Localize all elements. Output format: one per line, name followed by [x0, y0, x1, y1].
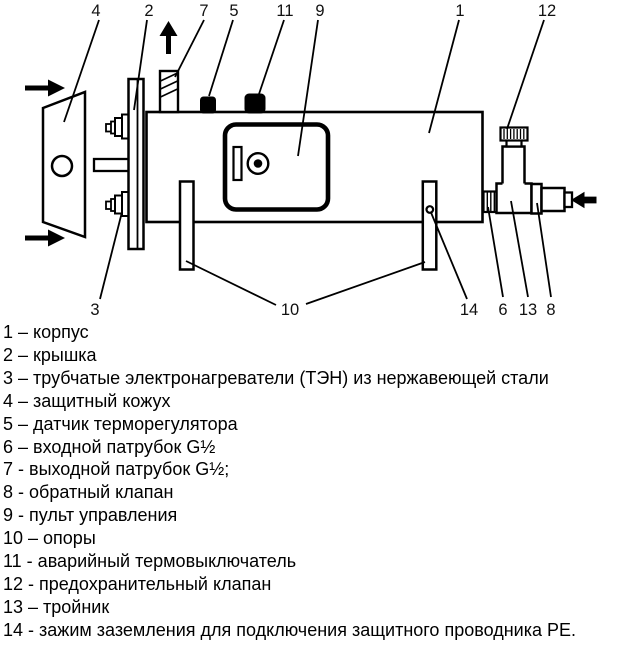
legend-item-12: 12 - предохранительный клапан [3, 573, 272, 594]
legend-item-2: 2 – крышка [3, 344, 97, 365]
thermal-cutout [244, 93, 266, 114]
callout-label-8: 8 [546, 301, 555, 319]
callout-label-9: 9 [315, 2, 324, 20]
cover-hole [50, 154, 74, 178]
control-panel [222, 122, 331, 212]
ground-clamp [425, 205, 435, 214]
panel-knob-dot [253, 159, 263, 168]
callout-lines [63, 19, 552, 306]
outlet-up-arrow-icon [159, 21, 178, 54]
outlet-pipe [158, 69, 180, 114]
heater-diagram: 4 2 7 5 11 9 1 12 3 10 14 6 13 8 [25, 2, 597, 319]
heater-tube-stub [92, 157, 132, 173]
callout-label-14: 14 [460, 301, 478, 319]
callout-label-2: 2 [144, 2, 153, 20]
support-left [178, 180, 195, 271]
flow-inlet-arrow-icon [571, 191, 597, 209]
callout-labels: 4 2 7 5 11 9 1 12 3 10 14 6 13 8 [90, 2, 556, 319]
callout-label-13: 13 [519, 301, 537, 319]
flow-in-top-arrow-icon [25, 79, 65, 97]
callout-label-12: 12 [538, 2, 556, 20]
legend-item-1: 1 – корпус [3, 322, 89, 342]
legend-item-9: 9 - пульт управления [3, 505, 178, 526]
check-valve [530, 182, 574, 215]
protective-cover [41, 90, 87, 239]
callout-label-11: 11 [276, 2, 293, 20]
callout-label-1: 1 [455, 2, 464, 20]
legend-item-13: 13 – тройник [3, 596, 110, 617]
heater-terminal-bottom [105, 191, 130, 217]
support-right [421, 180, 438, 271]
flow-in-bottom-arrow-icon [25, 229, 65, 247]
legend: 1 – корпус 2 – крышка 3 – трубчатые элек… [3, 321, 628, 642]
callout-label-6: 6 [498, 301, 507, 319]
legend-item-4: 4 – защитный кожух [3, 390, 171, 411]
legend-item-6: 6 – входной патрубок G½ [3, 436, 216, 457]
inlet-pipe [482, 190, 498, 214]
heater-terminal-top [105, 113, 130, 140]
tee-fitting [495, 182, 533, 215]
callout-label-3: 3 [90, 301, 99, 319]
callout-label-5: 5 [229, 2, 238, 20]
callout-label-7: 7 [199, 2, 208, 20]
cover-plate [127, 77, 145, 251]
legend-item-14: 14 - зажим заземления для подключения за… [3, 619, 576, 640]
legend-item-5: 5 – датчик терморегулятора [3, 413, 238, 434]
callout-label-10: 10 [281, 301, 299, 319]
legend-item-11: 11 - аварийный термовыключатель [3, 551, 297, 572]
legend-item-10: 10 – опоры [3, 528, 96, 549]
callout-label-4: 4 [91, 2, 100, 20]
legend-item-7: 7 - выходной патрубок G½; [3, 459, 230, 480]
panel-slot [232, 145, 243, 182]
thermostat-sensor [200, 96, 216, 114]
safety-valve-body [501, 145, 526, 184]
safety-valve-cap [499, 126, 529, 142]
legend-item-3: 3 – трубчатые электронагреватели (ТЭН) и… [3, 367, 549, 388]
legend-item-8: 8 - обратный клапан [3, 482, 174, 503]
